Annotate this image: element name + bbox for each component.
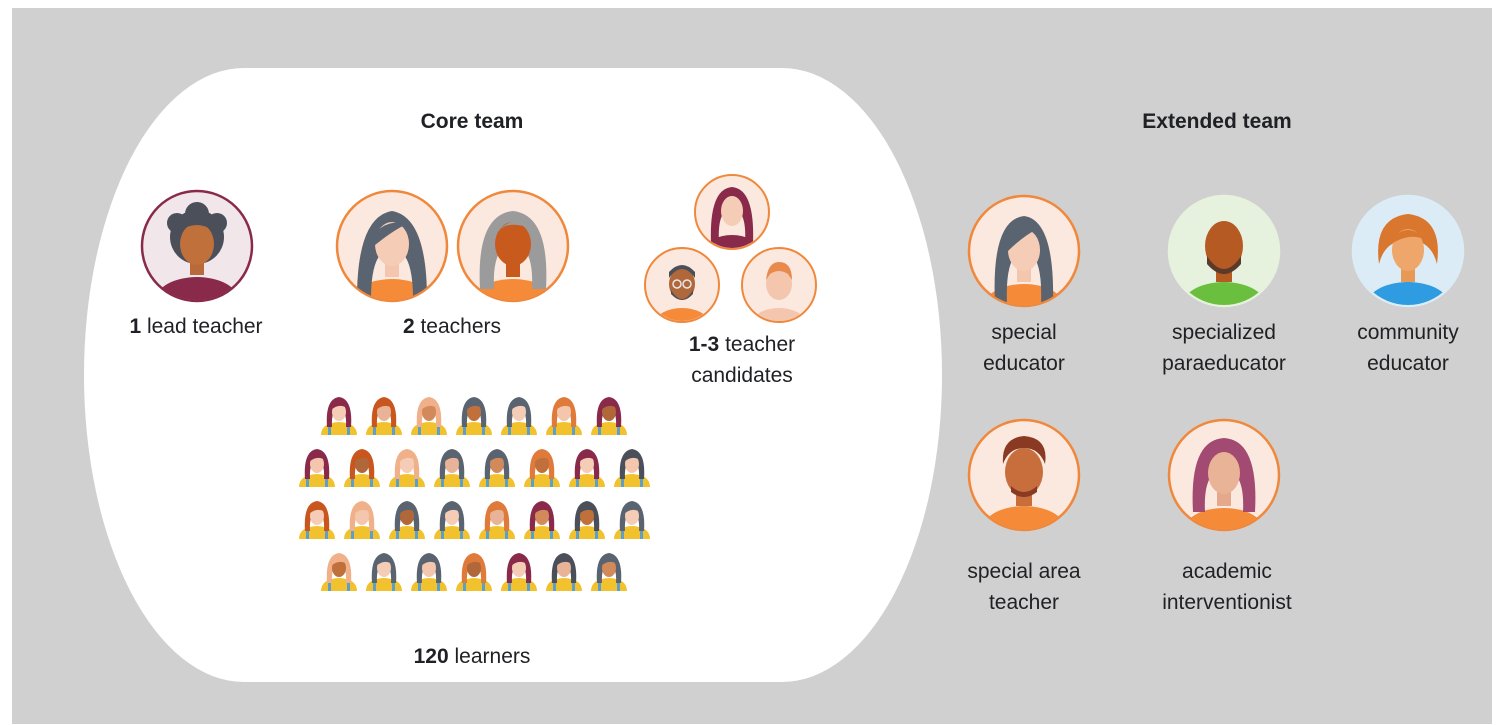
- special-educator-line2: educator: [983, 352, 1065, 375]
- learner-avatar-icon: [612, 497, 652, 539]
- diagram-canvas: Core team Extended team 1 lead teacher: [12, 8, 1492, 724]
- learner-avatar-icon: [364, 549, 404, 591]
- teacher-candidate-avatar-icon: [693, 173, 771, 251]
- paraeducator-caption: specialized paraeducator: [1137, 317, 1311, 379]
- learner-avatar-icon: [297, 445, 337, 487]
- lead-teacher-caption: 1 lead teacher: [96, 311, 296, 342]
- learner-avatar-icon: [544, 393, 584, 435]
- special-area-teacher-caption: special area teacher: [937, 556, 1111, 618]
- learner-avatar-icon: [477, 445, 517, 487]
- learners-label: learners: [448, 645, 531, 668]
- teachers-label: teachers: [414, 315, 502, 338]
- learner-avatar-icon: [387, 445, 427, 487]
- learner-avatar-icon: [342, 445, 382, 487]
- teacher-avatar-icon: [456, 189, 570, 303]
- interventionist-line2: interventionist: [1162, 591, 1292, 614]
- community-educator-avatar-icon: [1351, 194, 1465, 308]
- learner-avatar-icon: [297, 497, 337, 539]
- lead-teacher-label: lead teacher: [141, 315, 263, 338]
- learner-avatar-icon: [454, 393, 494, 435]
- learner-avatar-icon: [544, 549, 584, 591]
- learner-avatar-icon: [387, 497, 427, 539]
- candidates-line1: 1-3 teacher: [652, 329, 832, 360]
- learner-avatar-icon: [567, 445, 607, 487]
- community-educator-line2: educator: [1367, 352, 1449, 375]
- paraeducator-line1: specialized: [1172, 321, 1276, 344]
- learner-avatar-icon: [432, 445, 472, 487]
- learner-avatar-icon: [409, 393, 449, 435]
- learner-avatar-icon: [342, 497, 382, 539]
- learner-avatar-icon: [477, 497, 517, 539]
- interventionist-line1: academic: [1182, 560, 1272, 583]
- learners-caption: 120 learners: [372, 641, 572, 672]
- learner-avatar-icon: [319, 393, 359, 435]
- learner-avatar-icon: [567, 497, 607, 539]
- learner-avatar-icon: [454, 549, 494, 591]
- teachers-caption: 2 teachers: [342, 311, 562, 342]
- special-area-teacher-line2: teacher: [988, 591, 1060, 614]
- learner-avatar-icon: [612, 445, 652, 487]
- community-educator-caption: community educator: [1318, 317, 1498, 379]
- community-educator-line1: community: [1357, 321, 1459, 344]
- learner-avatar-icon: [499, 393, 539, 435]
- learner-avatar-icon: [364, 393, 404, 435]
- lead-teacher-avatar-icon: [140, 189, 254, 303]
- teacher-avatar-icon: [335, 189, 449, 303]
- special-educator-avatar-icon: [967, 194, 1081, 308]
- core-team-title: Core team: [420, 110, 524, 133]
- extended-team-title: Extended team: [1142, 110, 1292, 133]
- learner-avatar-icon: [319, 549, 359, 591]
- candidates-label-line1: teacher: [719, 333, 796, 356]
- learners-group: [297, 393, 667, 603]
- teachers-count: 2: [402, 315, 415, 338]
- interventionist-avatar-icon: [1167, 418, 1281, 532]
- learner-avatar-icon: [409, 549, 449, 591]
- candidates-label-line2: candidates: [691, 364, 793, 387]
- learner-avatar-icon: [499, 549, 539, 591]
- learner-avatar-icon: [522, 445, 562, 487]
- learners-count: 120: [413, 645, 449, 668]
- candidates-caption: 1-3 teacher candidates: [652, 329, 832, 391]
- special-area-teacher-avatar-icon: [967, 418, 1081, 532]
- special-area-teacher-line1: special area: [967, 560, 1081, 583]
- special-educator-caption: special educator: [937, 317, 1111, 379]
- paraeducator-line2: paraeducator: [1162, 352, 1286, 375]
- teacher-candidate-avatar-icon: [643, 246, 721, 324]
- teacher-candidate-avatar-icon: [740, 246, 818, 324]
- candidates-count: 1-3: [688, 333, 720, 356]
- lead-teacher-count: 1: [129, 315, 142, 338]
- interventionist-caption: academic interventionist: [1127, 556, 1327, 618]
- learner-avatar-icon: [432, 497, 472, 539]
- learner-avatar-icon: [589, 393, 629, 435]
- learner-avatar-icon: [522, 497, 562, 539]
- paraeducator-avatar-icon: [1167, 194, 1281, 308]
- special-educator-line1: special: [991, 321, 1057, 344]
- learner-avatar-icon: [589, 549, 629, 591]
